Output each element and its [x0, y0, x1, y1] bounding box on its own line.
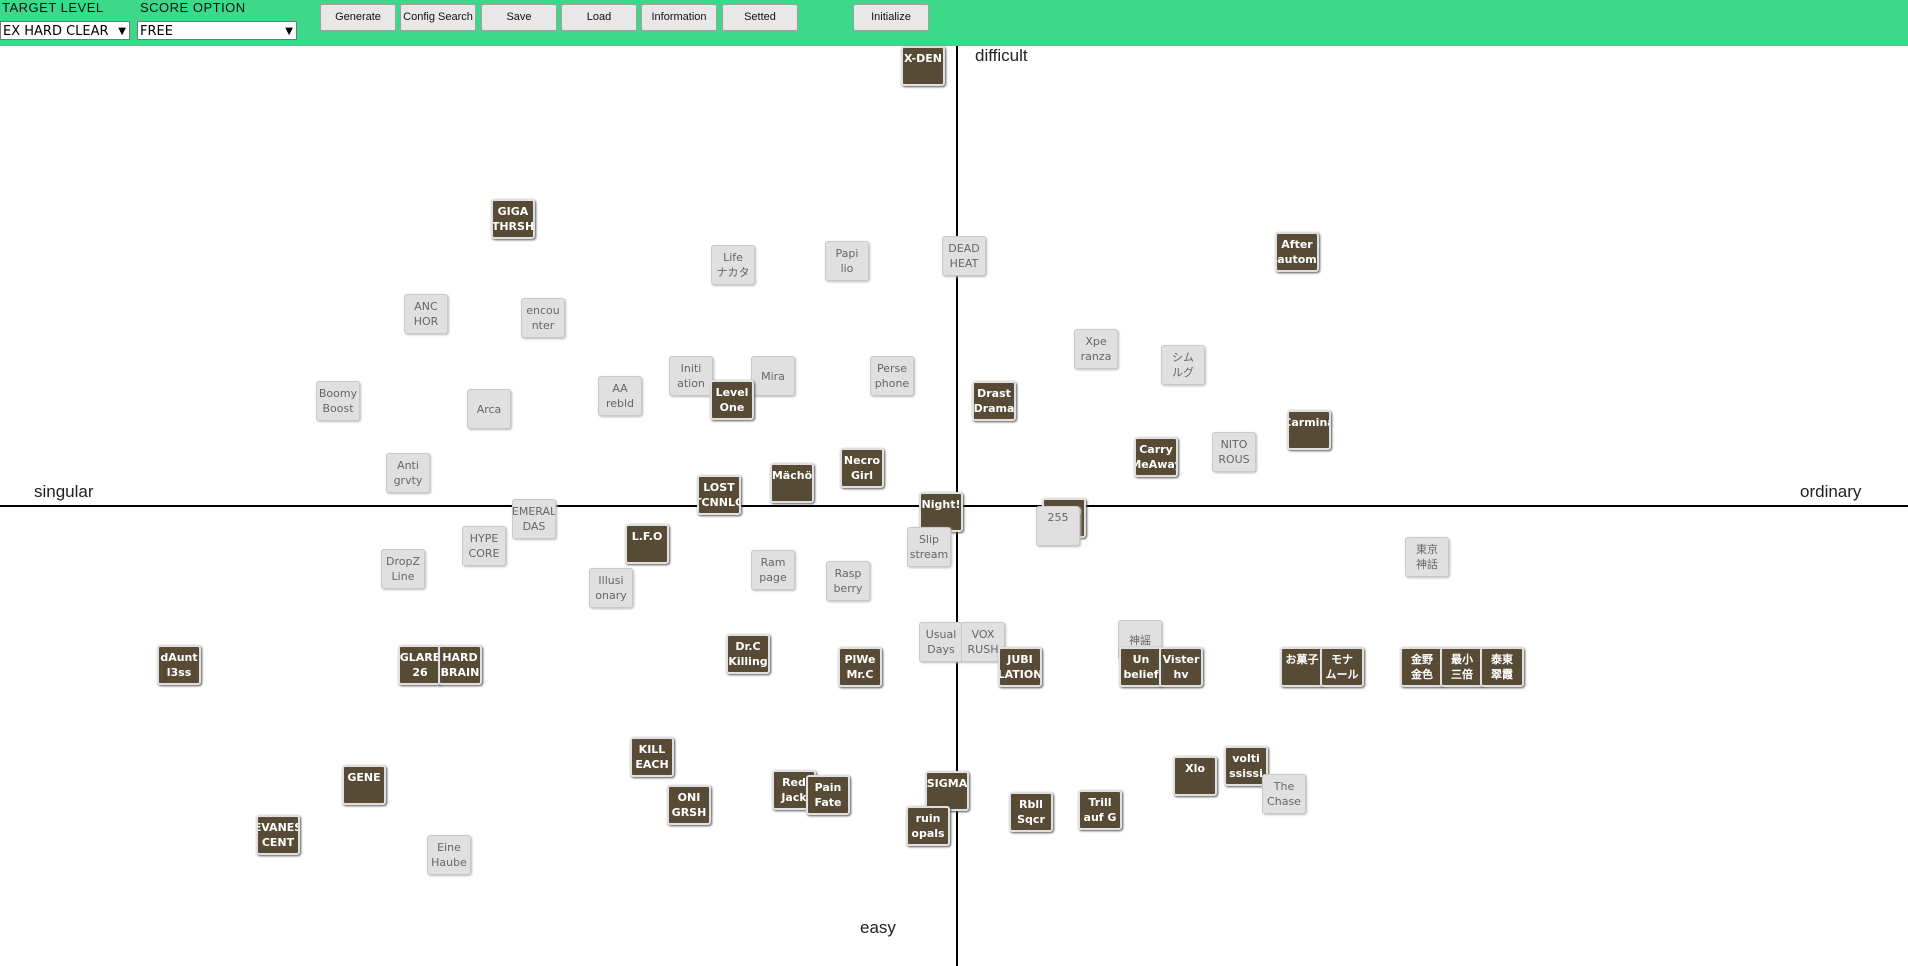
song-tile[interactable]: お菓子: [1280, 647, 1324, 687]
song-tile[interactable]: Xpe ranza: [1074, 329, 1118, 369]
song-map: difficult easy singular ordinary X-DEN GI…: [0, 46, 1908, 966]
song-tile[interactable]: JUBI LATION: [998, 647, 1042, 687]
song-tile[interactable]: Ram page: [751, 550, 795, 590]
generate-button[interactable]: Generate: [320, 4, 396, 31]
song-tile[interactable]: Level One: [710, 380, 754, 420]
song-tile[interactable]: Drast Drama: [972, 381, 1016, 421]
song-tile[interactable]: GLARE 26: [398, 645, 442, 685]
song-tile[interactable]: Papi lio: [825, 241, 869, 281]
song-tile[interactable]: Life ナカタ: [711, 245, 755, 285]
song-tile[interactable]: LOST TCNNLG: [697, 475, 741, 515]
song-tile[interactable]: Carry MeAway: [1134, 437, 1178, 477]
song-tile[interactable]: EMERAL DAS: [512, 499, 556, 539]
song-tile[interactable]: HYPE CORE: [462, 526, 506, 566]
song-tile[interactable]: VOX RUSH: [961, 622, 1005, 662]
song-tile[interactable]: Night!: [919, 492, 963, 532]
score-option-value: FREE: [140, 24, 173, 39]
song-tile[interactable]: Slip stream: [907, 527, 951, 567]
song-tile[interactable]: 東京 神話: [1405, 537, 1449, 577]
song-tile[interactable]: NITO ROUS: [1212, 432, 1256, 472]
dropdown-arrow-icon: ▼: [118, 26, 126, 37]
song-tile[interactable]: Anti grvty: [386, 453, 430, 493]
song-tile[interactable]: Un belief: [1119, 647, 1163, 687]
song-tile[interactable]: HARD BRAIN: [438, 645, 482, 685]
toolbar: TARGET LEVEL EX HARD CLEAR ▼ SCORE OPTIO…: [0, 0, 1908, 46]
score-option-select[interactable]: FREE ▼: [137, 21, 297, 40]
target-level-select[interactable]: EX HARD CLEAR ▼: [0, 21, 130, 40]
song-tile[interactable]: Mira: [751, 356, 795, 396]
song-tile[interactable]: DEAD HEAT: [942, 236, 986, 276]
target-level-label: TARGET LEVEL: [2, 0, 104, 15]
song-tile[interactable]: Usual Days: [919, 622, 963, 662]
dropdown-arrow-icon: ▼: [285, 26, 293, 37]
song-tile[interactable]: DropZ Line: [381, 549, 425, 589]
song-tile[interactable]: Rasp berry: [826, 561, 870, 601]
song-tile[interactable]: Boomy Boost: [316, 381, 360, 421]
song-tile[interactable]: Eine Haube: [427, 835, 471, 875]
song-tile[interactable]: Trill auf G: [1078, 790, 1122, 830]
target-level-value: EX HARD CLEAR: [3, 24, 109, 39]
information-button[interactable]: Information: [641, 4, 717, 31]
song-tile[interactable]: PlWe Mr.C: [838, 647, 882, 687]
axis-label-top: difficult: [975, 46, 1028, 65]
axis-label-bottom: easy: [860, 918, 896, 937]
axis-label-right: ordinary: [1800, 482, 1862, 501]
song-tile[interactable]: Xlo: [1173, 756, 1217, 796]
save-button[interactable]: Save: [481, 4, 557, 31]
song-tile[interactable]: SIGMA: [925, 771, 969, 811]
song-tile[interactable]: volti ssissi: [1224, 746, 1268, 786]
song-tile[interactable]: Illusi onary: [589, 568, 633, 608]
song-tile[interactable]: KILL EACH: [630, 737, 674, 777]
song-tile[interactable]: Vister hv: [1159, 647, 1203, 687]
song-tile[interactable]: Initi ation: [669, 356, 713, 396]
song-tile[interactable]: Necro Girl: [840, 448, 884, 488]
song-tile[interactable]: シム ルグ: [1161, 345, 1205, 385]
song-tile[interactable]: 255: [1036, 506, 1080, 546]
song-tile[interactable]: 金野 金色: [1400, 647, 1444, 687]
song-tile[interactable]: AA rebld: [598, 376, 642, 416]
initialize-button[interactable]: Initialize: [853, 4, 929, 31]
song-tile[interactable]: Rbll Sqcr: [1009, 792, 1053, 832]
song-tile[interactable]: X-DEN: [901, 46, 945, 86]
load-button[interactable]: Load: [561, 4, 637, 31]
song-tile[interactable]: Carmina: [1287, 410, 1331, 450]
song-tile[interactable]: 最小 三倍: [1440, 647, 1484, 687]
song-tile[interactable]: ANC HOR: [404, 294, 448, 334]
song-tile[interactable]: ruin opals: [906, 806, 950, 846]
song-tile[interactable]: Pain Fate: [806, 775, 850, 815]
song-tile[interactable]: Dr.C Killing: [726, 634, 770, 674]
song-tile[interactable]: Perse phone: [870, 356, 914, 396]
song-tile[interactable]: 泰東 翠霞: [1480, 647, 1524, 687]
song-tile[interactable]: モナ ムール: [1320, 647, 1364, 687]
axis-label-left: singular: [34, 482, 94, 501]
score-option-label: SCORE OPTION: [140, 0, 246, 15]
song-tile[interactable]: L.F.O: [625, 524, 669, 564]
song-tile[interactable]: dAunt l3ss: [157, 645, 201, 685]
song-tile[interactable]: Mächö: [770, 463, 814, 503]
song-tile[interactable]: GENE: [342, 765, 386, 805]
song-tile[interactable]: encou nter: [521, 298, 565, 338]
setted-button[interactable]: Setted: [722, 4, 798, 31]
song-tile[interactable]: EVANES CENT: [256, 815, 300, 855]
song-tile[interactable]: Arca: [467, 389, 511, 429]
song-tile[interactable]: ONI GRSH: [667, 785, 711, 825]
config-search-button[interactable]: Config Search: [400, 4, 476, 31]
song-tile[interactable]: After autom: [1275, 232, 1319, 272]
song-tile[interactable]: GIGA THRSH: [491, 199, 535, 239]
song-tile[interactable]: The Chase: [1262, 774, 1306, 814]
